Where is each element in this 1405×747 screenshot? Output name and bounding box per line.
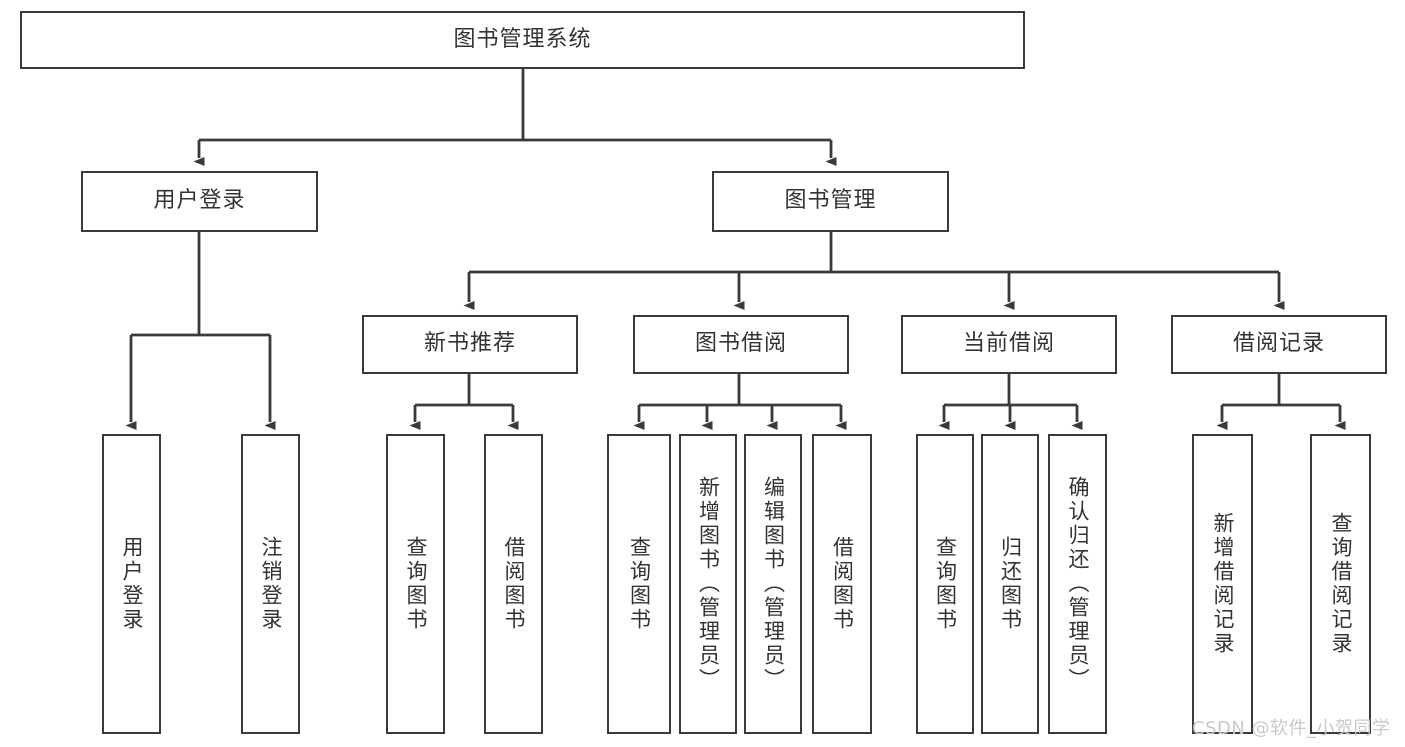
leaf-edit-book-admin[interactable]: 编辑图书（管理员）: [744, 434, 802, 734]
node-borrow-record[interactable]: 借阅记录: [1171, 315, 1387, 374]
node-borrow-record-label: 借阅记录: [1232, 331, 1325, 357]
node-root-label: 图书管理系统: [453, 26, 592, 52]
leaf-query-book-current-label: 查询图书: [933, 536, 958, 632]
leaf-confirm-return-admin-label: 确认归还（管理员）: [1066, 476, 1090, 692]
leaf-edit-book-admin-label: 编辑图书（管理员）: [761, 476, 786, 692]
node-user-login[interactable]: 用户登录: [81, 171, 318, 232]
leaf-query-book-borrow[interactable]: 查询图书: [607, 434, 671, 734]
leaf-query-borrow-record-label: 查询借阅记录: [1329, 512, 1353, 656]
node-user-login-label: 用户登录: [153, 188, 246, 214]
leaf-return-book[interactable]: 归还图书: [981, 434, 1039, 734]
node-book-management[interactable]: 图书管理: [712, 171, 949, 232]
node-root[interactable]: 图书管理系统: [20, 11, 1025, 69]
leaf-query-book-recommend[interactable]: 查询图书: [386, 434, 445, 734]
leaf-logout-label: 注销登录: [259, 536, 283, 632]
node-book-borrow[interactable]: 图书借阅: [633, 315, 849, 374]
leaf-return-book-label: 归还图书: [998, 536, 1023, 632]
leaf-user-login-label: 用户登录: [120, 536, 144, 632]
node-book-borrow-label: 图书借阅: [694, 331, 787, 357]
leaf-borrow-book-recommend[interactable]: 借阅图书: [484, 434, 543, 734]
node-new-book-recommend[interactable]: 新书推荐: [362, 315, 578, 374]
leaf-query-book-recommend-label: 查询图书: [404, 536, 428, 632]
leaf-borrow-book[interactable]: 借阅图书: [812, 434, 872, 734]
leaf-add-book-admin-label: 新增图书（管理员）: [696, 476, 721, 692]
leaf-add-borrow-record[interactable]: 新增借阅记录: [1192, 434, 1253, 734]
node-new-book-recommend-label: 新书推荐: [423, 331, 516, 357]
leaf-borrow-book-label: 借阅图书: [830, 536, 855, 632]
leaf-query-book-current[interactable]: 查询图书: [916, 434, 974, 734]
node-current-borrow[interactable]: 当前借阅: [901, 315, 1117, 374]
leaf-query-book-borrow-label: 查询图书: [627, 536, 652, 632]
node-current-borrow-label: 当前借阅: [962, 331, 1055, 357]
csdn-watermark: CSDN @软件_小贺同学: [1192, 718, 1391, 739]
leaf-confirm-return-admin[interactable]: 确认归还（管理员）: [1048, 434, 1107, 734]
leaf-logout[interactable]: 注销登录: [241, 434, 300, 734]
leaf-user-login[interactable]: 用户登录: [102, 434, 161, 734]
leaf-borrow-book-recommend-label: 借阅图书: [502, 536, 526, 632]
leaf-add-borrow-record-label: 新增借阅记录: [1211, 512, 1235, 656]
leaf-add-book-admin[interactable]: 新增图书（管理员）: [679, 434, 737, 734]
node-book-management-label: 图书管理: [784, 188, 877, 214]
leaf-query-borrow-record[interactable]: 查询借阅记录: [1310, 434, 1371, 734]
